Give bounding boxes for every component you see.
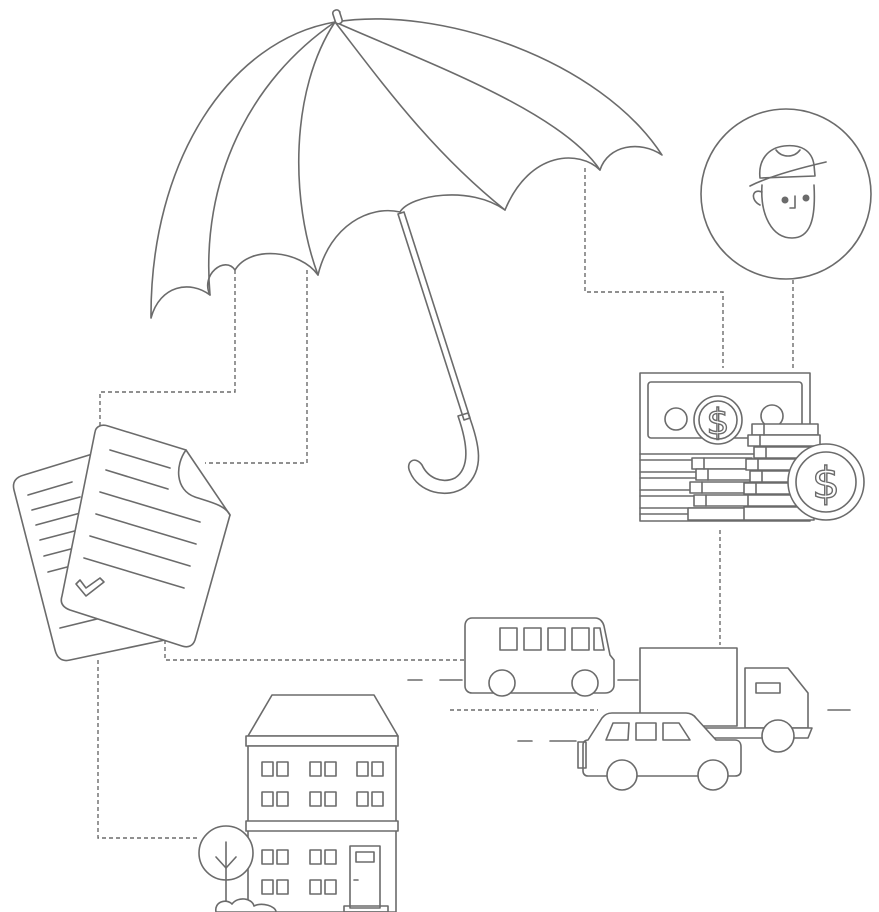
documents-icon xyxy=(13,425,230,660)
banknote-dollar-sign: $ xyxy=(707,402,730,443)
coin-dollar-sign: $ xyxy=(812,458,840,509)
building-icon xyxy=(246,695,398,912)
bus-icon xyxy=(465,618,614,696)
person-with-hat-icon xyxy=(701,109,871,279)
umbrella-icon xyxy=(151,9,662,493)
